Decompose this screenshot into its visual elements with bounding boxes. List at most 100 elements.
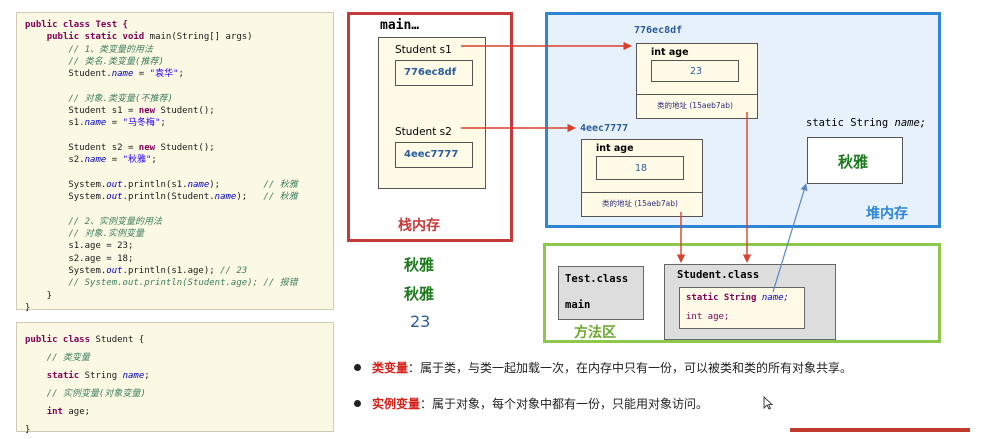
student-static-decl-name: name;	[761, 293, 789, 303]
bullet-1-term: 类变量	[372, 361, 409, 375]
stack-memory-label: 栈内存	[398, 218, 440, 234]
code-test-token: System.	[25, 192, 107, 203]
obj1-divider	[637, 94, 757, 95]
code-test-token: }	[25, 290, 53, 301]
code-test-token: name	[84, 118, 107, 129]
test-class-box: Test.class main	[558, 266, 644, 320]
code-test-token: // 2、实例变量的用法	[25, 216, 163, 227]
obj1-address: 776ec8df	[634, 25, 683, 36]
code-student-token: name	[122, 371, 145, 381]
code-test-token: }	[25, 302, 31, 313]
code-student-line: // 实例变量(对象变量)	[25, 385, 146, 403]
code-test-line: }	[25, 302, 30, 314]
code-test-token: name	[111, 69, 134, 80]
bullet-1: 类变量：属于类，与类一起加载一次，在内存中只有一份，可以被类和类的所有对象共享。	[372, 359, 852, 376]
s1-value: 776ec8df	[404, 67, 457, 78]
code-student-line: static String name;	[25, 367, 150, 385]
code-test-token: );	[236, 192, 264, 203]
code-student-token: }	[25, 425, 31, 435]
code-test-token: // 1、类变量的用法	[25, 44, 154, 55]
code-test-line: Student s1 = new Student();	[25, 105, 215, 117]
s2-value: 4eec7777	[404, 149, 459, 160]
code-test-token: out	[106, 192, 123, 203]
test-class-title: Test.class	[565, 273, 629, 285]
code-test-token: name	[187, 179, 210, 190]
method-area: Test.class main 方法区 Student.class static…	[543, 243, 941, 343]
code-panel-student: public class Student { // 类变量 static Str…	[16, 322, 334, 435]
obj2-field: int age	[596, 143, 634, 154]
output-line-3: 23	[410, 312, 431, 331]
s1-value-box: 776ec8df	[395, 60, 473, 86]
s1-label: Student s1	[395, 44, 452, 56]
code-student-line: int age;	[25, 403, 90, 421]
s2-value-box: 4eec7777	[395, 142, 473, 168]
code-test-token: // 对象.实例变量	[25, 229, 145, 240]
student-static-decl: static String name;	[686, 293, 789, 303]
code-test-token: // 对象.类变量(不推荐)	[25, 93, 173, 104]
static-value: 秋雅	[838, 153, 869, 171]
code-test-line: Student.name = "袁华";	[25, 68, 184, 80]
code-student-token: int	[46, 407, 63, 417]
static-value-box: 秋雅	[807, 137, 903, 184]
obj2-class-ref: 类的地址 (15aeb7ab)	[602, 199, 678, 208]
code-test-line: public static void main(String[] args)	[25, 31, 253, 43]
code-test-token: // 秋雅	[263, 179, 298, 190]
code-test-token: =	[133, 69, 150, 80]
obj1-value: 23	[690, 66, 703, 77]
obj2-value: 18	[635, 163, 648, 174]
bullet-2-text: ：属于对象，每个对象中都有一份，只能用对象访问。	[420, 397, 709, 411]
code-student-token: static	[46, 371, 80, 381]
code-test-token: s1.age = 23;	[25, 241, 134, 252]
code-student-token: age;	[62, 407, 91, 417]
code-test-line: s2.name = "秋雅";	[25, 154, 157, 166]
code-test-line: System.out.println(Student.name); // 秋雅	[25, 191, 297, 203]
code-student-line: }	[25, 421, 30, 439]
obj1-field: int age	[651, 47, 689, 58]
code-test-token: .println(Student.	[122, 192, 215, 203]
code-test-token: Student.	[25, 69, 112, 80]
code-student-line: // 类变量	[25, 349, 90, 367]
code-test-token: );	[209, 179, 264, 190]
heap-memory-label: 堆内存	[866, 206, 908, 222]
code-test-token: =	[106, 118, 123, 129]
obj2-divider	[582, 192, 702, 193]
code-test-token: System.	[25, 266, 107, 276]
bottom-accent-bar	[790, 428, 970, 432]
code-test-line: s1.name = "马冬梅";	[25, 117, 166, 129]
obj1-box: int age 23 类的地址 (15aeb7ab)	[636, 43, 758, 119]
code-test-token: ;	[160, 118, 166, 129]
code-student-token: ;	[144, 371, 150, 381]
student-class-box: Student.class static String name; int ag…	[664, 264, 836, 340]
code-test-line: // System.out.println(Student.age); // 报…	[25, 277, 298, 289]
code-student-token	[25, 407, 47, 417]
code-test-token: // 类名.类变量(推荐)	[25, 56, 164, 67]
obj1-class-ref: 类的地址 (15aeb7ab)	[657, 101, 733, 110]
code-test-token: =	[106, 155, 123, 166]
code-test-line: // 2、实例变量的用法	[25, 216, 162, 228]
s2-label: Student s2	[395, 126, 452, 138]
student-int-decl: int age;	[686, 312, 730, 322]
bullet-dot-1	[354, 364, 361, 371]
static-field-label: static String name;	[806, 117, 926, 129]
code-test-line: s1.age = 23;	[25, 240, 133, 252]
code-test-token: name	[84, 155, 107, 166]
bullet-dot-2	[354, 400, 361, 407]
code-test-token: System.	[25, 179, 107, 190]
code-student-token	[25, 371, 47, 381]
code-test-line: // 类名.类变量(推荐)	[25, 56, 164, 68]
code-test-token: ;	[178, 69, 184, 80]
code-test-token: out	[106, 179, 123, 190]
static-field-name: name;	[894, 117, 927, 129]
code-test-token: out	[106, 266, 123, 276]
code-test-token: "马冬梅"	[122, 118, 161, 129]
code-test-token: // System.out.println(Student.age); // 报…	[25, 278, 298, 289]
code-test-token: new	[138, 106, 156, 117]
code-student-token: public class	[25, 335, 91, 345]
obj2-box: int age 18 类的地址 (15aeb7ab)	[581, 139, 703, 217]
code-test-token: ;	[151, 155, 157, 166]
code-test-token: Student();	[155, 106, 215, 117]
static-field-type: static String	[806, 117, 895, 129]
code-test-token: new	[138, 143, 156, 153]
code-student-token: // 类变量	[25, 353, 90, 363]
student-class-title: Student.class	[677, 269, 760, 281]
